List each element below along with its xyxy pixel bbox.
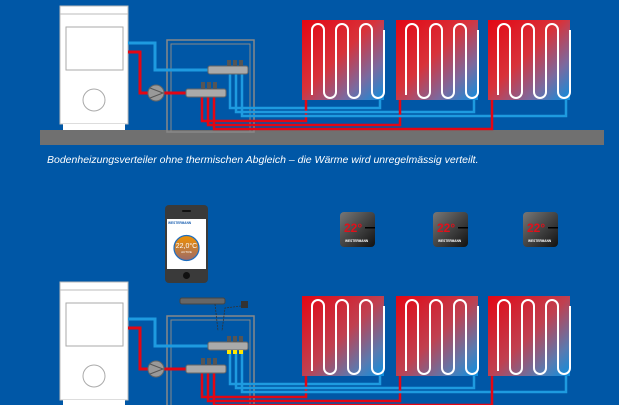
flow-meter <box>201 82 205 89</box>
room-thermostat: 22° WESTERMANN <box>433 212 468 247</box>
pump-arrow-icon <box>149 363 165 375</box>
return-circuit <box>240 73 568 118</box>
temperature-dial <box>173 234 200 262</box>
floor-heating-zone <box>302 296 384 376</box>
floor-heating-zone <box>488 296 570 376</box>
boiler-base <box>63 124 125 130</box>
boiler-burner-icon <box>82 88 106 112</box>
valve-head <box>233 336 237 342</box>
floor-heating-zone <box>396 296 478 376</box>
heating-loop <box>311 299 385 375</box>
valve-head <box>239 60 243 66</box>
return-manifold <box>207 341 249 351</box>
supply-pipe <box>128 326 190 371</box>
home-button-icon <box>183 272 190 279</box>
boiler-panel <box>65 302 124 347</box>
heating-loop <box>405 23 479 99</box>
thermostat-temperature: 22° <box>437 221 455 235</box>
thermostat-brand: WESTERMANN <box>528 239 552 243</box>
flow-meter <box>213 358 217 365</box>
valve-head <box>227 336 231 342</box>
flow-meter <box>207 358 211 365</box>
pump-icon <box>147 84 165 102</box>
return-circuit <box>234 73 476 114</box>
return-circuit <box>240 349 568 394</box>
return-circuit <box>234 349 476 390</box>
return-manifold <box>207 65 249 75</box>
receiver-module <box>241 301 248 308</box>
boiler-top <box>59 5 129 15</box>
heating-loop <box>497 299 571 375</box>
floor-heating-zone <box>488 20 570 100</box>
valve-head <box>233 60 237 66</box>
return-pipe <box>128 317 210 348</box>
supply-circuit <box>212 96 494 131</box>
pump-arrow-icon <box>149 87 165 99</box>
supply-manifold <box>185 88 227 98</box>
boiler-burner-icon <box>82 364 106 388</box>
phone-brand: WESTERMANN <box>168 221 192 225</box>
boiler-base <box>63 400 125 405</box>
supply-manifold <box>185 364 227 374</box>
supply-circuit <box>212 372 494 405</box>
thermostat-temperature: 22° <box>344 221 362 235</box>
floor-heating-zone <box>396 20 478 100</box>
supply-circuit <box>206 372 402 403</box>
thermostat-temperature: 22° <box>527 221 545 235</box>
thermostat-brand: WESTERMANN <box>345 239 369 243</box>
flow-meter <box>201 358 205 365</box>
valve-head <box>227 60 231 66</box>
actuator-indicator <box>239 350 243 354</box>
boiler-panel <box>65 26 124 71</box>
floor-slab <box>40 130 604 145</box>
supply-pipe <box>128 50 190 95</box>
heating-loop <box>497 23 571 99</box>
system-without-balancing <box>40 5 604 145</box>
manifold-cabinet-inner <box>170 319 251 405</box>
pump-icon <box>147 360 165 378</box>
actuator-indicator <box>227 350 231 354</box>
heating-loop <box>311 23 385 99</box>
control-module <box>179 297 226 305</box>
system-with-balancing <box>59 281 571 405</box>
flow-meter <box>207 82 211 89</box>
floor-heating-zone <box>302 20 384 100</box>
return-pipe <box>128 41 210 72</box>
heating-loop <box>405 299 479 375</box>
room-thermostat: 22° WESTERMANN <box>523 212 558 247</box>
flow-meter <box>213 82 217 89</box>
supply-circuit <box>200 96 308 123</box>
supply-circuit <box>200 372 308 399</box>
smartphone: WESTERMANN 22,0°C ACTIVE <box>165 205 208 283</box>
phone-temperature: 22,0°C <box>176 242 197 250</box>
phone-status: ACTIVE <box>181 250 192 254</box>
manifold-cabinet <box>166 315 255 405</box>
boiler-top <box>59 281 129 291</box>
supply-circuit <box>206 96 402 127</box>
valve-head <box>239 336 243 342</box>
room-thermostat: 22° WESTERMANN <box>340 212 375 247</box>
control-wires <box>214 303 242 332</box>
caption-text: Bodenheizungsverteiler ohne thermischen … <box>47 154 479 166</box>
actuator-indicator <box>233 350 237 354</box>
manifold-cabinet-inner <box>170 43 251 133</box>
thermostat-brand: WESTERMANN <box>438 239 462 243</box>
